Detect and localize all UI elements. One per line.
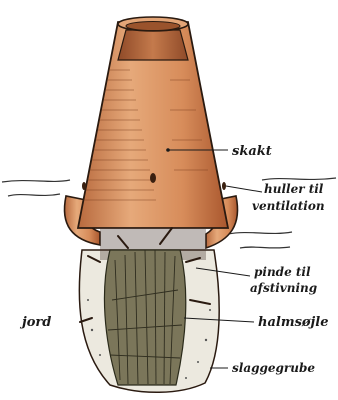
- label-sticks-2: afstivning: [250, 281, 317, 295]
- ventilation-hole: [150, 173, 156, 183]
- ventilation-hole-right: [222, 182, 226, 190]
- label-holes-2: ventilation: [252, 199, 325, 213]
- ventilation-hole-left: [82, 182, 86, 190]
- label-slag-pit: slaggegrube: [232, 361, 315, 375]
- label-straw-column: halmsøjle: [258, 315, 328, 330]
- label-holes-1: huller til: [264, 182, 324, 196]
- leader-holes: [226, 186, 262, 192]
- label-shaft: skakt: [232, 144, 272, 159]
- label-sticks-1: pinde til: [254, 265, 311, 279]
- shaft-opening: [118, 30, 188, 60]
- label-soil: jord: [19, 315, 51, 330]
